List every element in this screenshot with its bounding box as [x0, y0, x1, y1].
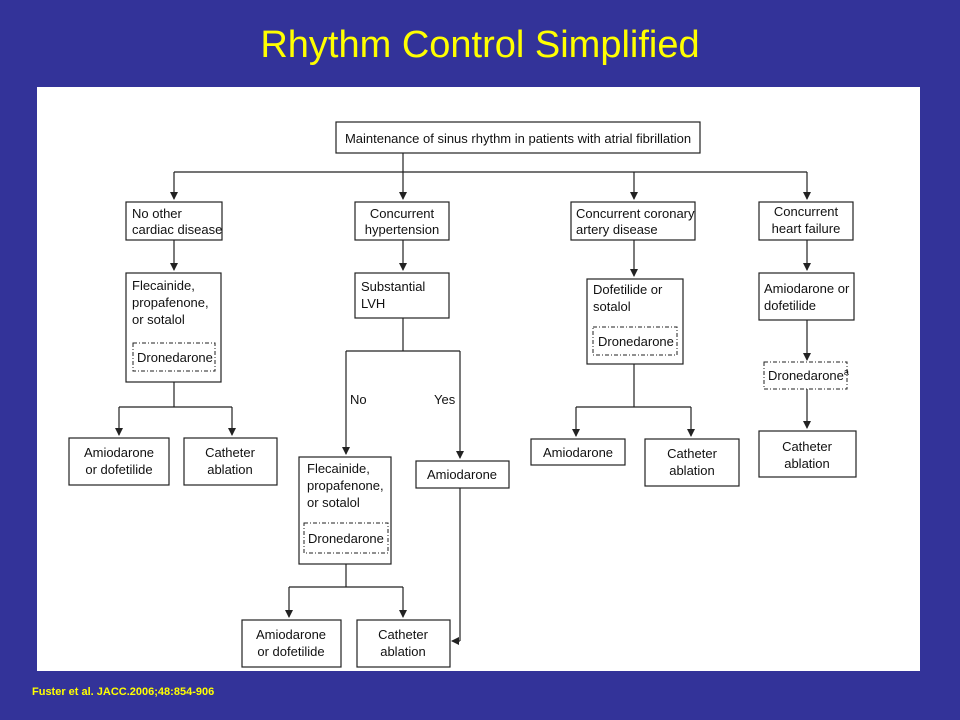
- branch-label-yes: Yes: [434, 392, 456, 407]
- box-concurrent-heart-failure: [758, 201, 854, 241]
- hypertension-line1: Concurrent: [370, 206, 435, 221]
- box-catheter-ablation-2: [644, 438, 740, 487]
- box-catheter-ablation-1: [183, 437, 278, 486]
- amiodarone-dofetilide-hf-line2: dofetilide: [764, 298, 816, 313]
- dashed-box-dronedarone-1: [132, 342, 216, 372]
- root-label: Maintenance of sinus rhythm in patients …: [345, 131, 691, 146]
- dronedarone-label-2: Dronedarone: [598, 334, 674, 349]
- amiodarone-dofetilide-1-line2: or dofetilide: [85, 462, 152, 477]
- box-concurrent-hypertension: [354, 201, 450, 241]
- slide-title: Rhythm Control Simplified: [260, 24, 700, 66]
- lvh-line1: Substantial: [361, 279, 425, 294]
- cad-line1: Concurrent coronary: [576, 206, 695, 221]
- catheter-ablation-3-line2: ablation: [380, 644, 426, 659]
- box-concurrent-cad: [570, 201, 696, 241]
- dashed-box-dronedarone-3: [763, 361, 848, 390]
- flecainide-1-line1: Flecainide,: [132, 278, 195, 293]
- flecainide-2-line3: or sotalol: [307, 495, 360, 510]
- catheter-ablation-1-line1: Catheter: [205, 445, 256, 460]
- amiodarone-dofetilide-1-line1: Amiodarone: [84, 445, 154, 460]
- box-amiodarone-dofetilide-hf: [758, 272, 855, 321]
- flecainide-1-line3: or sotalol: [132, 312, 185, 327]
- flowchart: Maintenance of sinus rhythm in patients …: [68, 121, 857, 668]
- box-catheter-ablation-3: [356, 619, 451, 668]
- no-other-disease-line2: cardiac disease: [132, 222, 222, 237]
- box-root: [335, 121, 701, 154]
- box-catheter-ablation-hf: [758, 430, 857, 478]
- amiodarone-dofetilide-2-line2: or dofetilide: [257, 644, 324, 659]
- dofetilide-sotalol-line1: Dofetilide or: [593, 282, 663, 297]
- box-amiodarone-or-dofetilide-1: [68, 437, 170, 486]
- dashed-box-dronedarone-4: [303, 522, 389, 554]
- box-substantial-lvh: [354, 272, 450, 319]
- dronedarone-superscript: a: [844, 367, 849, 377]
- catheter-ablation-2-line1: Catheter: [667, 446, 718, 461]
- no-other-disease-line1: No other: [132, 206, 183, 221]
- catheter-ablation-hf-line1: Catheter: [782, 439, 833, 454]
- box-amiodarone-1: [415, 460, 510, 489]
- dronedarone-label-4: Dronedarone: [308, 531, 384, 546]
- hypertension-line2: hypertension: [365, 222, 439, 237]
- box-no-other-cardiac-disease: [125, 201, 223, 241]
- catheter-ablation-3-line1: Catheter: [378, 627, 429, 642]
- branch-label-no: No: [350, 392, 367, 407]
- amiodarone-dofetilide-hf-line1: Amiodarone or: [764, 281, 850, 296]
- heart-failure-line1: Concurrent: [774, 204, 839, 219]
- connector-lines: [115, 153, 811, 645]
- dofetilide-sotalol-line2: sotalol: [593, 299, 631, 314]
- amiodarone-2-label: Amiodarone: [543, 445, 613, 460]
- citation: Fuster et al. JACC.2006;48:854-906: [32, 686, 215, 698]
- flecainide-2-line2: propafenone,: [307, 478, 384, 493]
- catheter-ablation-1-line2: ablation: [207, 462, 253, 477]
- amiodarone-dofetilide-2-line1: Amiodarone: [256, 627, 326, 642]
- catheter-ablation-hf-line2: ablation: [784, 456, 830, 471]
- catheter-ablation-2-line2: ablation: [669, 463, 715, 478]
- cad-line2: artery disease: [576, 222, 658, 237]
- heart-failure-line2: heart failure: [772, 221, 841, 236]
- amiodarone-1-label: Amiodarone: [427, 467, 497, 482]
- flecainide-2-line1: Flecainide,: [307, 461, 370, 476]
- dronedarone-label-1: Dronedarone: [137, 350, 213, 365]
- dronedarone-dashed-boxes: [132, 326, 848, 554]
- box-amiodarone-2: [530, 438, 626, 466]
- lvh-line2: LVH: [361, 296, 385, 311]
- box-amiodarone-or-dofetilide-2: [241, 619, 342, 668]
- dronedarone-label-3: Dronedaronea: [768, 367, 849, 383]
- dronedarone-label-3-text: Dronedarone: [768, 368, 844, 383]
- flowchart-boxes: [68, 121, 857, 668]
- flowchart-panel: Maintenance of sinus rhythm in patients …: [37, 87, 920, 671]
- flecainide-1-line2: propafenone,: [132, 295, 209, 310]
- dashed-box-dronedarone-2: [592, 326, 678, 356]
